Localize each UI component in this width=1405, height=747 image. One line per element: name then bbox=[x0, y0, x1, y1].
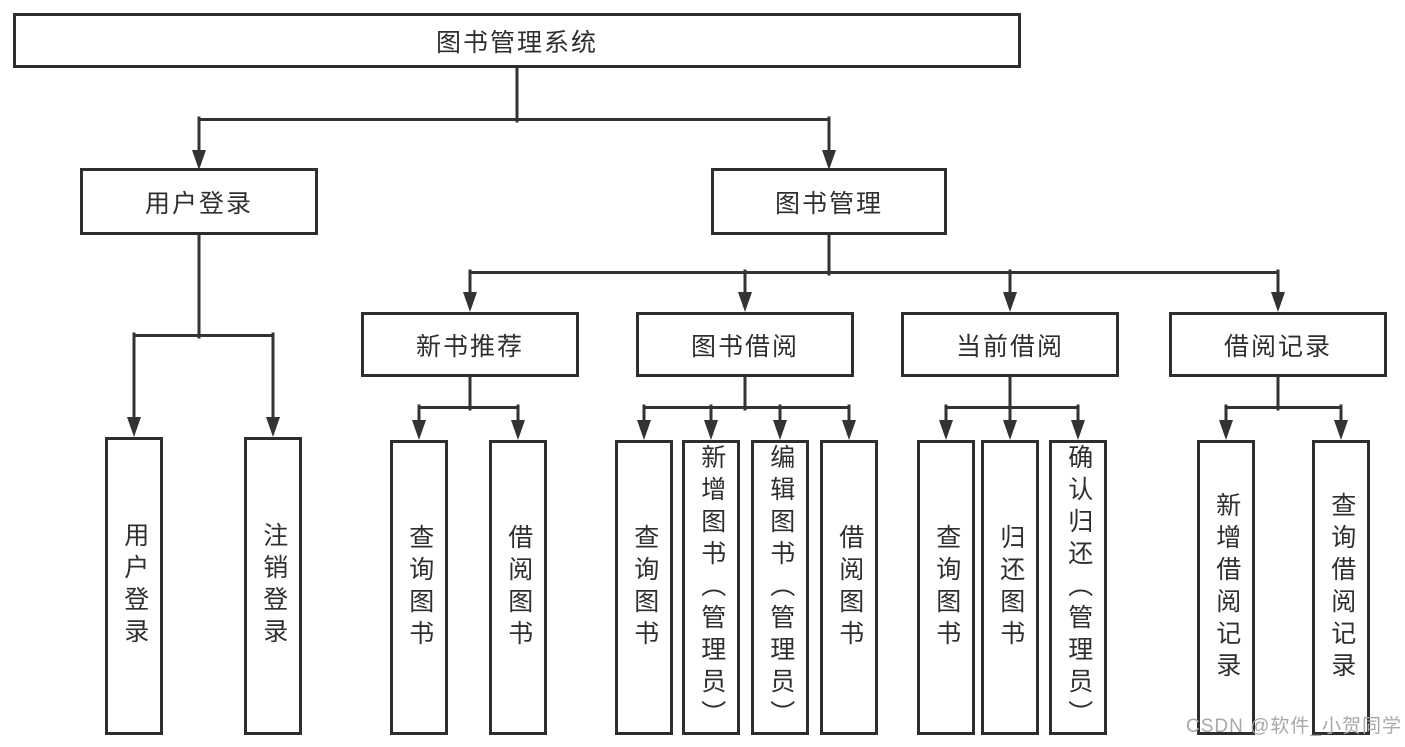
leaf-borrow-books-label: 借阅图书 bbox=[835, 523, 864, 652]
leaf-borrow-books: 借阅图书 bbox=[820, 440, 878, 735]
node-book-management: 图书管理 bbox=[711, 168, 947, 235]
leaf-recommend-query-books-label: 查询图书 bbox=[405, 523, 434, 652]
leaf-borrow-query-books: 查询图书 bbox=[615, 440, 673, 735]
leaf-recommend-borrow-books: 借阅图书 bbox=[489, 440, 547, 735]
leaf-edit-books-admin-label: 编辑图书（管理员） bbox=[766, 443, 795, 732]
node-new-book-recommend: 新书推荐 bbox=[361, 312, 579, 377]
node-book-management-label: 图书管理 bbox=[774, 189, 883, 218]
leaf-add-books-admin: 新增图书（管理员） bbox=[682, 440, 740, 735]
leaf-confirm-return-admin: 确认归还（管理员） bbox=[1049, 440, 1107, 735]
leaf-add-borrow-record: 新增借阅记录 bbox=[1197, 440, 1255, 735]
leaf-recommend-query-books: 查询图书 bbox=[390, 440, 448, 735]
node-user-login-label: 用户登录 bbox=[144, 189, 253, 218]
csdn-watermark: CSDN @软件_小贺同学 bbox=[1186, 716, 1402, 737]
node-borrow-records: 借阅记录 bbox=[1169, 312, 1387, 377]
leaf-user-login-label: 用户登录 bbox=[120, 522, 149, 650]
leaf-query-borrow-record: 查询借阅记录 bbox=[1312, 440, 1370, 735]
node-book-borrow: 图书借阅 bbox=[636, 312, 854, 377]
node-current-borrow: 当前借阅 bbox=[901, 312, 1119, 377]
leaf-current-query-books-label: 查询图书 bbox=[932, 523, 961, 652]
node-current-borrow-label: 当前借阅 bbox=[955, 332, 1064, 361]
leaf-user-login: 用户登录 bbox=[105, 437, 163, 735]
node-book-borrow-label: 图书借阅 bbox=[690, 332, 799, 361]
leaf-add-borrow-record-label: 新增借阅记录 bbox=[1212, 491, 1241, 684]
leaf-add-books-admin-label: 新增图书（管理员） bbox=[697, 443, 726, 732]
node-borrow-records-label: 借阅记录 bbox=[1223, 332, 1332, 361]
leaf-confirm-return-admin-label: 确认归还（管理员） bbox=[1064, 443, 1093, 732]
node-user-login: 用户登录 bbox=[80, 168, 318, 235]
leaf-query-borrow-record-label: 查询借阅记录 bbox=[1327, 491, 1356, 684]
leaf-logout: 注销登录 bbox=[244, 437, 302, 735]
node-root-label: 图书管理系统 bbox=[435, 28, 598, 57]
leaf-return-books: 归还图书 bbox=[981, 440, 1039, 735]
node-new-book-recommend-label: 新书推荐 bbox=[415, 332, 524, 361]
leaf-recommend-borrow-books-label: 借阅图书 bbox=[504, 523, 533, 652]
leaf-return-books-label: 归还图书 bbox=[996, 523, 1025, 652]
leaf-logout-label: 注销登录 bbox=[259, 522, 288, 650]
leaf-borrow-query-books-label: 查询图书 bbox=[630, 523, 659, 652]
leaf-edit-books-admin: 编辑图书（管理员） bbox=[751, 440, 809, 735]
leaf-current-query-books: 查询图书 bbox=[917, 440, 975, 735]
node-root-library-system: 图书管理系统 bbox=[13, 13, 1021, 68]
